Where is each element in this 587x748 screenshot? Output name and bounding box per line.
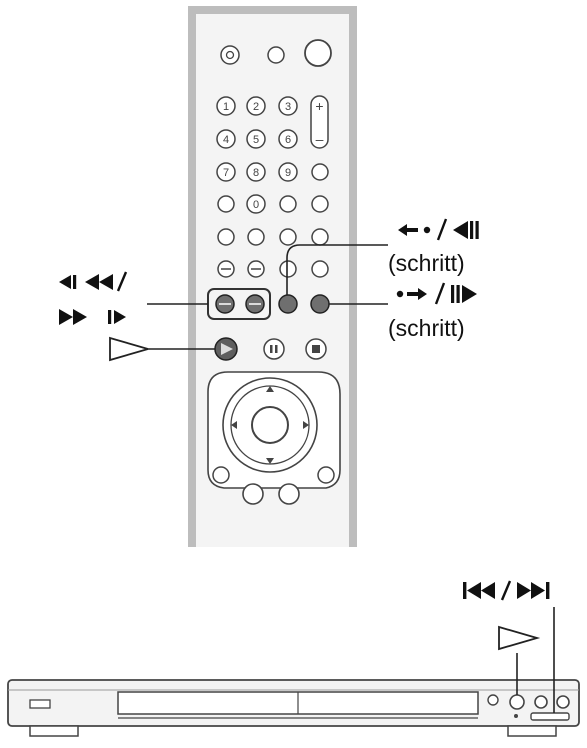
player-play-outline-icon [498, 625, 541, 651]
volume-rocker[interactable]: + – [310, 95, 329, 149]
step-back-callout-line [286, 244, 388, 295]
player-logo-badge [29, 699, 51, 709]
volume-minus-label: – [316, 131, 324, 147]
nav-corner-button-left[interactable] [212, 466, 230, 484]
volume-plus-label: + [315, 98, 323, 114]
number-button-2[interactable] [246, 96, 266, 116]
step-forward-symbol [396, 282, 477, 305]
number-label-4: 4 [223, 134, 229, 146]
arrow-left-icon [231, 421, 237, 429]
number-button-3[interactable] [278, 96, 298, 116]
number-button-7[interactable] [216, 162, 236, 182]
side-button-2[interactable] [311, 195, 329, 213]
remote-control: 1 2 3 4 5 6 7 8 9 0 + – [188, 6, 357, 547]
number-button-6[interactable] [278, 129, 298, 149]
remote-left-edge [188, 6, 196, 547]
button-row5-1[interactable] [217, 228, 235, 246]
enter-button[interactable] [251, 406, 289, 444]
player-foot-right [507, 725, 557, 737]
number-button-5[interactable] [246, 129, 266, 149]
dvd-player [7, 679, 580, 737]
player-stop-button[interactable] [556, 695, 570, 709]
button-row5-4[interactable] [311, 228, 329, 246]
bottom-button-left[interactable] [242, 483, 264, 505]
player-indicator [514, 714, 518, 718]
number-label-2: 2 [253, 101, 259, 113]
player-prev-next-button[interactable] [530, 712, 570, 721]
step-forward-button[interactable] [310, 294, 330, 314]
power-icon [225, 50, 235, 60]
arrow-down-icon [266, 458, 274, 464]
player-play-button[interactable] [509, 694, 525, 710]
prev-next-symbol [463, 580, 550, 601]
button-row6-3[interactable] [279, 260, 297, 278]
remote-callout-lines [147, 244, 388, 350]
button-row5-2[interactable] [247, 228, 265, 246]
bottom-button-right[interactable] [278, 483, 300, 505]
slow-scan-symbol-line1 [59, 271, 128, 292]
remote-right-edge [349, 6, 357, 547]
number-label-7: 7 [223, 167, 229, 179]
remote-play-icon [221, 343, 233, 355]
number-label-9: 9 [285, 167, 291, 179]
eject-button[interactable] [267, 46, 285, 64]
number-label-6: 6 [285, 134, 291, 146]
nav-corner-button-right[interactable] [317, 466, 335, 484]
open-close-button[interactable] [304, 39, 332, 67]
power-button[interactable] [220, 45, 240, 65]
number-label-1: 1 [223, 101, 229, 113]
step-back-button[interactable] [278, 294, 298, 314]
step-back-symbol [398, 218, 479, 241]
play-outline-icon [109, 336, 152, 362]
number-pad: 1 2 3 4 5 6 7 8 9 0 [216, 96, 298, 214]
number-label-0: 0 [253, 199, 259, 211]
button-row6-4[interactable] [311, 260, 329, 278]
navigation-pad[interactable] [207, 371, 341, 489]
arrow-up-icon [266, 386, 274, 392]
number-label-3: 3 [285, 101, 291, 113]
number-button-4[interactable] [216, 129, 236, 149]
step-back-sublabel: (schritt) [388, 250, 465, 276]
player-foot-left [29, 725, 79, 737]
button-blank-b[interactable] [279, 195, 297, 213]
step-forward-sublabel: (schritt) [388, 315, 465, 341]
player-power-button[interactable] [487, 694, 499, 706]
number-label-8: 8 [253, 167, 259, 179]
button-blank-a[interactable] [217, 195, 235, 213]
number-button-9[interactable] [278, 162, 298, 182]
number-button-1[interactable] [216, 96, 236, 116]
player-callout-lines [516, 607, 555, 713]
number-label-5: 5 [253, 134, 259, 146]
number-button-0[interactable] [246, 194, 266, 214]
button-row5-3[interactable] [279, 228, 297, 246]
number-button-8[interactable] [246, 162, 266, 182]
remote-top-edge [188, 6, 357, 14]
slow-scan-symbol-line2 [59, 309, 126, 325]
pause-button[interactable] [263, 338, 285, 360]
arrow-right-icon [303, 421, 309, 429]
side-button-1[interactable] [311, 163, 329, 181]
player-pause-button[interactable] [534, 695, 548, 709]
